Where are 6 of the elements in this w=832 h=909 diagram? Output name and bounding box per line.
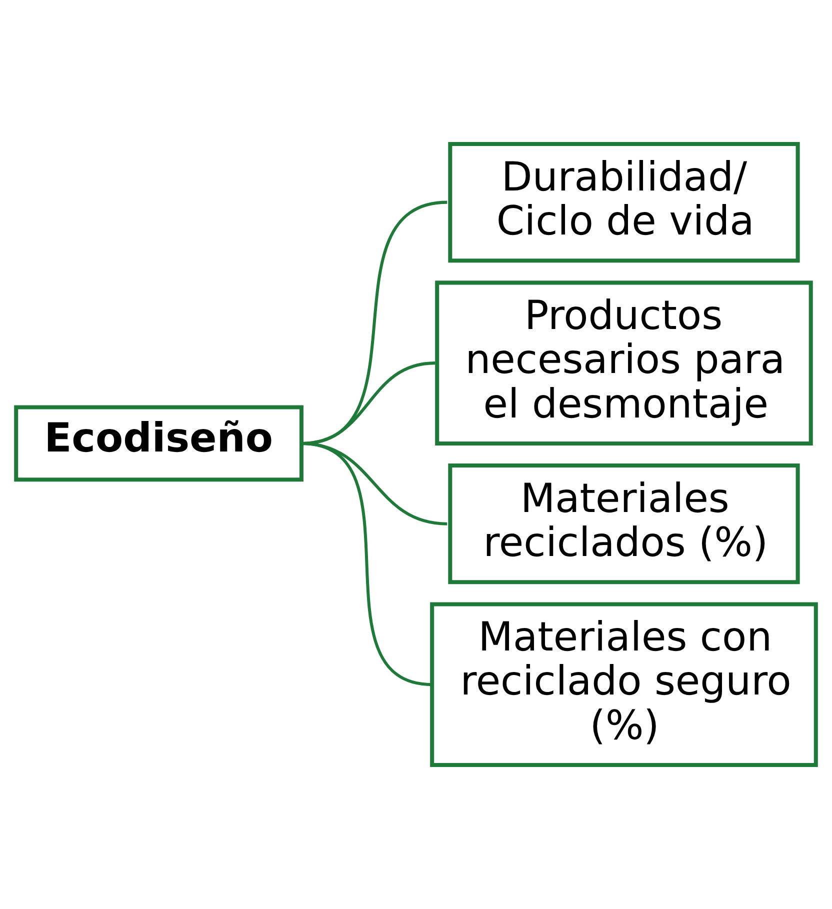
connector [301, 442, 432, 686]
node-box: Materiales con reciclado seguro (%) [430, 602, 818, 767]
node-box: Ecodiseño [14, 405, 304, 482]
node-box: Materiales reciclados (%) [448, 464, 800, 584]
node-box: Productos necesarios para el desmontaje [435, 280, 813, 446]
node-box: Durabilidad/ Ciclo de vida [448, 142, 800, 263]
